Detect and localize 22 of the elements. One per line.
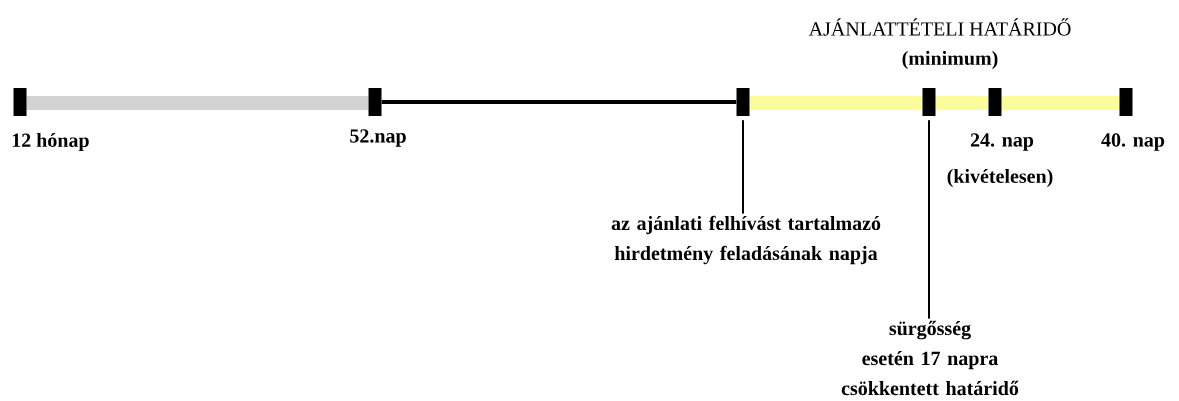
connector-line [381,100,737,104]
timeline-marker [736,88,750,116]
timeline-band [935,96,989,110]
note-text: (minimum) [902,50,998,70]
marker-label: 40. nap [1101,133,1165,151]
heading: AJÁNLATTÉTELI HATÁRIDŐ [808,18,1071,36]
note-text: (kivételesen) [947,168,1053,188]
annotation-text: sürgősség esetén 17 napra csökkentett határidő [841,320,1019,396]
timeline-band [749,96,923,110]
timeline-band [1001,96,1120,110]
marker-label: 24. nap [970,133,1034,151]
timeline-marker [1119,88,1133,116]
timeline-marker [922,88,936,116]
marker-label: 52.nap [350,129,406,147]
connector-line [928,119,930,320]
annotation-text: az ajánlati felhívást tartalmazó hirdetmény feladásának napja [611,215,881,265]
marker-label: 12 hónap [12,132,89,152]
timeline-marker [988,88,1002,116]
timeline-marker [13,88,27,116]
connector-line [742,119,744,215]
timeline-marker [368,88,382,116]
timeline-band [26,96,369,110]
